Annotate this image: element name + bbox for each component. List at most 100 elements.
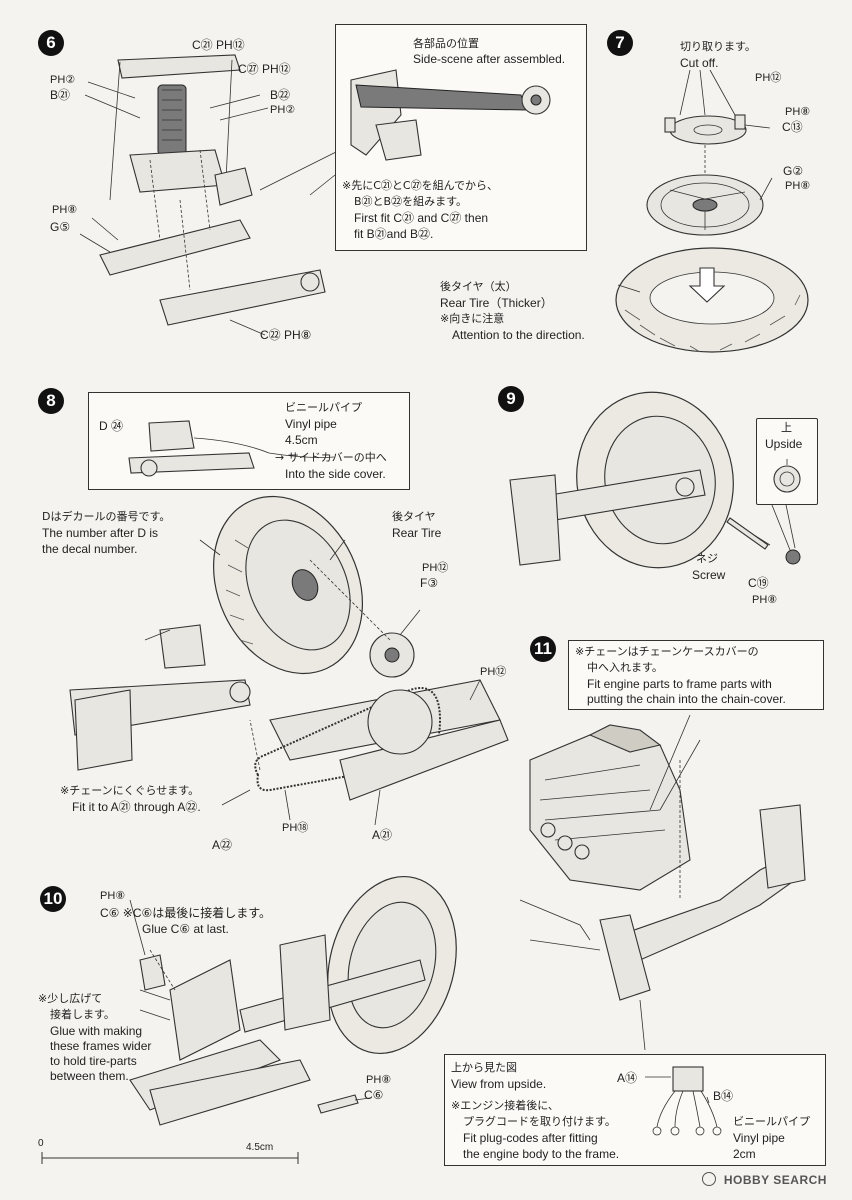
inset6-en-note2: fit B㉑and B㉒. <box>354 227 434 241</box>
step8-jp-side: → サイドカバーの中へ <box>275 451 387 464</box>
step7-jp-cut: 切り取ります。 <box>680 40 756 53</box>
step10-c6-note: C⑥ ※C⑥は最後に接着します。 <box>100 906 272 920</box>
label-ph2-left: PH② <box>50 74 76 86</box>
step8-decal-jp: Dはデカールの番号です。 <box>42 510 171 523</box>
step11-en-top: View from upside. <box>451 1077 547 1091</box>
step9-en-up: Upside <box>765 437 803 451</box>
step-number-7: 7 <box>607 30 633 56</box>
step-number-11: 11 <box>530 636 556 662</box>
step7-jp-dir: ※向きに注意 <box>440 312 505 325</box>
step10-en-widen1: Glue with making <box>50 1024 143 1038</box>
step8-inset-box: D ㉔ ビニールパイプ Vinyl pipe 4.5cm → サイドカバーの中へ… <box>88 392 410 490</box>
step7-ph8-a: PH⑧ <box>785 106 811 118</box>
step11-len: 2cm <box>733 1147 756 1161</box>
step11-a14: A⑭ <box>617 1071 638 1085</box>
step11-en-plug1: Fit plug-codes after fitting <box>463 1131 598 1145</box>
label-c27-ph12: C㉗ PH⑫ <box>238 62 291 76</box>
step-number-9: 9 <box>498 386 524 412</box>
step8-len: 4.5cm <box>285 433 318 447</box>
step10-en-widen2: these frames wider <box>50 1039 152 1053</box>
step8-d24: D ㉔ <box>99 419 124 433</box>
step8-en-rear: Rear Tire <box>392 526 442 540</box>
step10-jp-widen1: ※少し広げて <box>38 992 103 1005</box>
step9-en-screw: Screw <box>692 568 726 582</box>
step7-g2: G② <box>783 164 804 178</box>
step8-ph18: PH⑱ <box>282 822 309 834</box>
step9-c19: C⑲ <box>748 576 769 590</box>
step11-en-vinyl: Vinyl pipe <box>733 1131 785 1145</box>
step8-ph12-b: PH⑫ <box>480 666 507 678</box>
step8-jp-chain: ※チェーンにくぐらせます。 <box>60 784 200 797</box>
inset6-jp-note2: B㉑とB㉒を組みます。 <box>354 195 467 208</box>
upside-icon <box>773 459 801 493</box>
step11-jp-plug2: プラグコードを取り付けます。 <box>463 1115 616 1128</box>
label-c22-ph8: C㉒ PH⑧ <box>260 328 312 342</box>
step11-jp-chain1: ※チェーンはチェーンケースカバーの <box>575 645 759 658</box>
inset6-jp-title: 各部品の位置 <box>413 37 479 50</box>
step7-en-tire: Rear Tire（Thicker） <box>440 296 553 310</box>
label-c21-ph12: C㉑ PH⑫ <box>192 38 245 52</box>
label-ph8-step6: PH⑧ <box>52 204 78 216</box>
inset6-en-title: Side-scene after assembled. <box>413 52 566 66</box>
vinyl-pipe-illustration <box>128 420 335 477</box>
label-b21-left: B㉑ <box>50 88 71 102</box>
label-b22-right: B㉒ <box>270 88 291 102</box>
step8-decal-en2: the decal number. <box>42 542 138 556</box>
step11-note-box: ※チェーンはチェーンケースカバーの 中へ入れます。 Fit engine par… <box>568 640 824 710</box>
step8-en-vinyl: Vinyl pipe <box>285 417 337 431</box>
step8-f3: F③ <box>420 576 439 590</box>
step-number-10: 10 <box>40 886 66 912</box>
step11-inset-box: 上から見た図 View from upside. ※エンジン接着後に、 プラグコ… <box>444 1054 826 1166</box>
step11-b14: B⑭ <box>713 1089 734 1103</box>
step9-jp-screw: ネジ <box>696 552 718 565</box>
step-number-6: 6 <box>38 30 64 56</box>
step7-jp-tire: 後タイヤ（太） <box>440 280 517 293</box>
inset6-en-note1: First fit C㉑ and C㉗ then <box>354 211 489 225</box>
step8-a21: A㉑ <box>372 828 393 842</box>
step10-en-widen3: to hold tire-parts <box>50 1054 137 1068</box>
step9-jp-up: 上 <box>781 421 792 434</box>
step10-ph8-bottom: PH⑧ <box>366 1074 392 1086</box>
step8-en-chain: Fit it to A㉑ through A㉒. <box>72 800 201 814</box>
step7-ph12: PH⑫ <box>755 72 782 84</box>
watermark-logo-icon <box>702 1172 716 1186</box>
step10-jp-widen2: 接着します。 <box>50 1008 115 1021</box>
scale-zero: 0 <box>38 1138 44 1149</box>
step11-en-chain2: putting the chain into the chain-cover. <box>587 692 786 706</box>
side-scene-illustration <box>350 69 551 161</box>
step11-jp-vinyl: ビニールパイプ <box>733 1115 810 1128</box>
label-g5: G⑤ <box>50 220 71 234</box>
step11-jp-chain2: 中へ入れます。 <box>587 661 663 674</box>
step7-en-cut: Cut off. <box>680 56 719 70</box>
step8-ph12-a: PH⑫ <box>422 562 449 574</box>
step11-en-plug2: the engine body to the frame. <box>463 1147 620 1161</box>
plug-code-illustration <box>645 1066 722 1136</box>
step8-en-side: Into the side cover. <box>285 467 386 481</box>
step11-jp-plug1: ※エンジン接着後に、 <box>451 1099 559 1112</box>
step8-jp-rear: 後タイヤ <box>392 510 436 523</box>
step9-ph8: PH⑧ <box>752 594 778 606</box>
step8-a22: A㉒ <box>212 838 233 852</box>
step9-upside-box: 上 Upside <box>756 418 818 505</box>
label-ph2-right: PH② <box>270 104 296 116</box>
step8-jp-vinyl: ビニールパイプ <box>285 401 362 414</box>
step11-jp-top: 上から見た図 <box>451 1061 517 1074</box>
step8-decal-en1: The number after D is <box>42 526 159 540</box>
step6-inset-box: 各部品の位置 Side-scene after assembled. ※先にC㉑… <box>335 24 587 251</box>
watermark: HOBBY SEARCH <box>702 1172 827 1187</box>
step10-ph8-top: PH⑧ <box>100 890 126 902</box>
inset6-jp-note1: ※先にC㉑とC㉗を組んでから、 <box>342 179 499 192</box>
step-number-8: 8 <box>38 388 64 414</box>
step7-en-dir: Attention to the direction. <box>452 328 585 342</box>
step11-en-chain1: Fit engine parts to frame parts with <box>587 677 772 691</box>
scale-length: 4.5cm <box>246 1142 274 1153</box>
step10-c6-bottom: C⑥ <box>364 1088 384 1102</box>
watermark-text: HOBBY SEARCH <box>723 1173 827 1187</box>
step7-c13: C⑬ <box>782 120 803 134</box>
